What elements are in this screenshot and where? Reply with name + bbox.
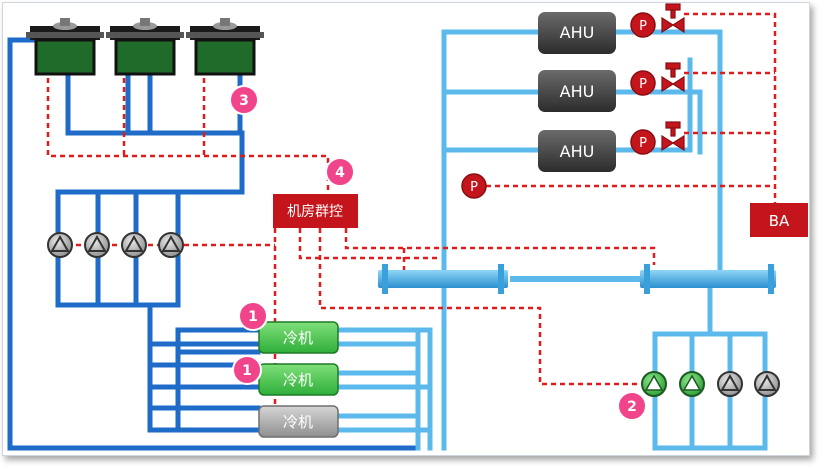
ba-box: BA (750, 203, 808, 237)
valve-icon (661, 121, 685, 152)
marker-badge: 4 (325, 157, 355, 187)
marker-badge: 1 (238, 301, 268, 331)
condenser-pumps (47, 232, 184, 258)
pump-icon (84, 232, 110, 258)
marker-badge: 1 (232, 355, 262, 385)
pump-icon (717, 371, 743, 397)
chilled-water-pumps (641, 371, 780, 397)
pump-icon (754, 371, 780, 397)
marker-badge: 3 (229, 85, 259, 115)
ahu-unit: AHU (538, 130, 616, 172)
number-markers: 3 4 1 1 2 (229, 85, 647, 421)
svg-text:P: P (639, 77, 647, 92)
chillers: 冷机 冷机 冷机 (258, 321, 339, 438)
svg-text:冷机: 冷机 (283, 329, 313, 347)
svg-text:机房群控: 机房群控 (287, 204, 343, 220)
svg-text:3: 3 (239, 93, 249, 109)
group-control-box: 机房群控 (273, 194, 358, 228)
svg-text:冷机: 冷机 (283, 413, 313, 431)
pump-icon (121, 232, 147, 258)
svg-text:AHU: AHU (560, 23, 595, 42)
svg-text:冷机: 冷机 (283, 371, 313, 389)
pump-icon (158, 232, 184, 258)
pump-icon (641, 371, 667, 397)
svg-text:1: 1 (248, 309, 258, 325)
water-headers (378, 264, 776, 294)
cooling-tower (186, 18, 264, 76)
pump-icon (679, 371, 705, 397)
svg-text:2: 2 (627, 399, 637, 415)
control-signal-lines (46, 12, 777, 408)
cooling-tower (106, 18, 184, 76)
svg-text:P: P (639, 19, 647, 34)
valve-icon (661, 3, 685, 34)
pressure-sensors: P P P P (461, 12, 656, 199)
valve-icon (661, 62, 685, 93)
pump-icon (47, 232, 73, 258)
chiller-unit: 冷机 (258, 363, 339, 396)
cooling-tower (26, 18, 104, 76)
svg-text:AHU: AHU (560, 142, 595, 161)
svg-text:BA: BA (769, 212, 790, 230)
pressure-sensor-icon: P (461, 173, 487, 199)
marker-badge: 2 (617, 391, 647, 421)
cooling-towers (26, 18, 264, 76)
svg-text:4: 4 (335, 165, 345, 181)
control-valves (661, 3, 685, 152)
pressure-sensor-icon: P (630, 70, 656, 96)
svg-text:P: P (639, 136, 647, 151)
pressure-sensor-icon: P (630, 129, 656, 155)
pressure-sensor-icon: P (630, 12, 656, 38)
svg-text:1: 1 (242, 363, 252, 379)
svg-text:AHU: AHU (560, 82, 595, 101)
ahu-unit: AHU (538, 12, 616, 54)
chiller-unit: 冷机 (258, 405, 339, 438)
ahu-unit: AHU (538, 70, 616, 112)
ahu-units: AHU AHU AHU (538, 12, 616, 172)
chiller-unit: 冷机 (258, 321, 339, 354)
svg-text:P: P (470, 180, 478, 195)
